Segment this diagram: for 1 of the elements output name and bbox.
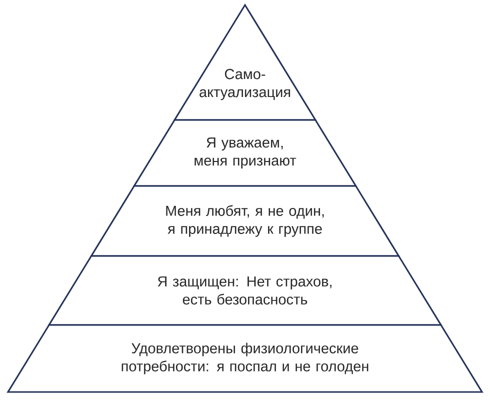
node-label: Удовлетворены физиологические потребности: я поспал и не голоден [122,342,368,374]
